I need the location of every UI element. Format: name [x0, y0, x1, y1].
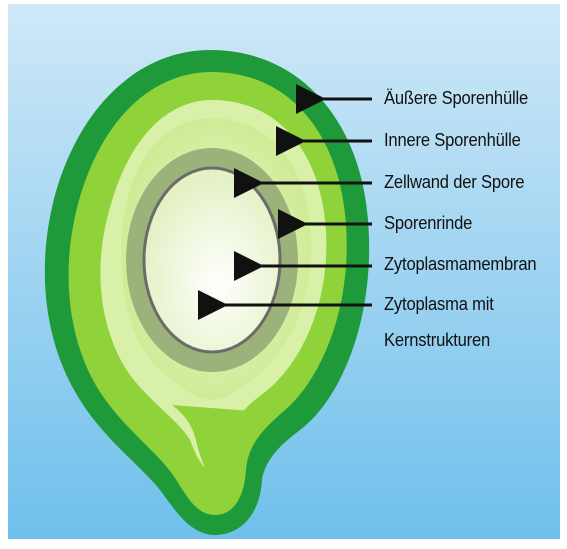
label-cortex: Sporenrinde — [384, 213, 472, 234]
cytoplasm — [146, 170, 279, 351]
label-inner-spore-coat: Innere Sporenhülle — [384, 130, 521, 151]
label-cytoplasm-line2: Kernstrukturen — [384, 330, 490, 351]
label-cell-wall: Zellwand der Spore — [384, 172, 524, 193]
label-cytoplasm-line1: Zytoplasma mit — [384, 294, 494, 315]
label-outer-spore-coat: Äußere Sporenhülle — [384, 88, 528, 109]
label-membrane: Zytoplasmamembran — [384, 254, 536, 275]
